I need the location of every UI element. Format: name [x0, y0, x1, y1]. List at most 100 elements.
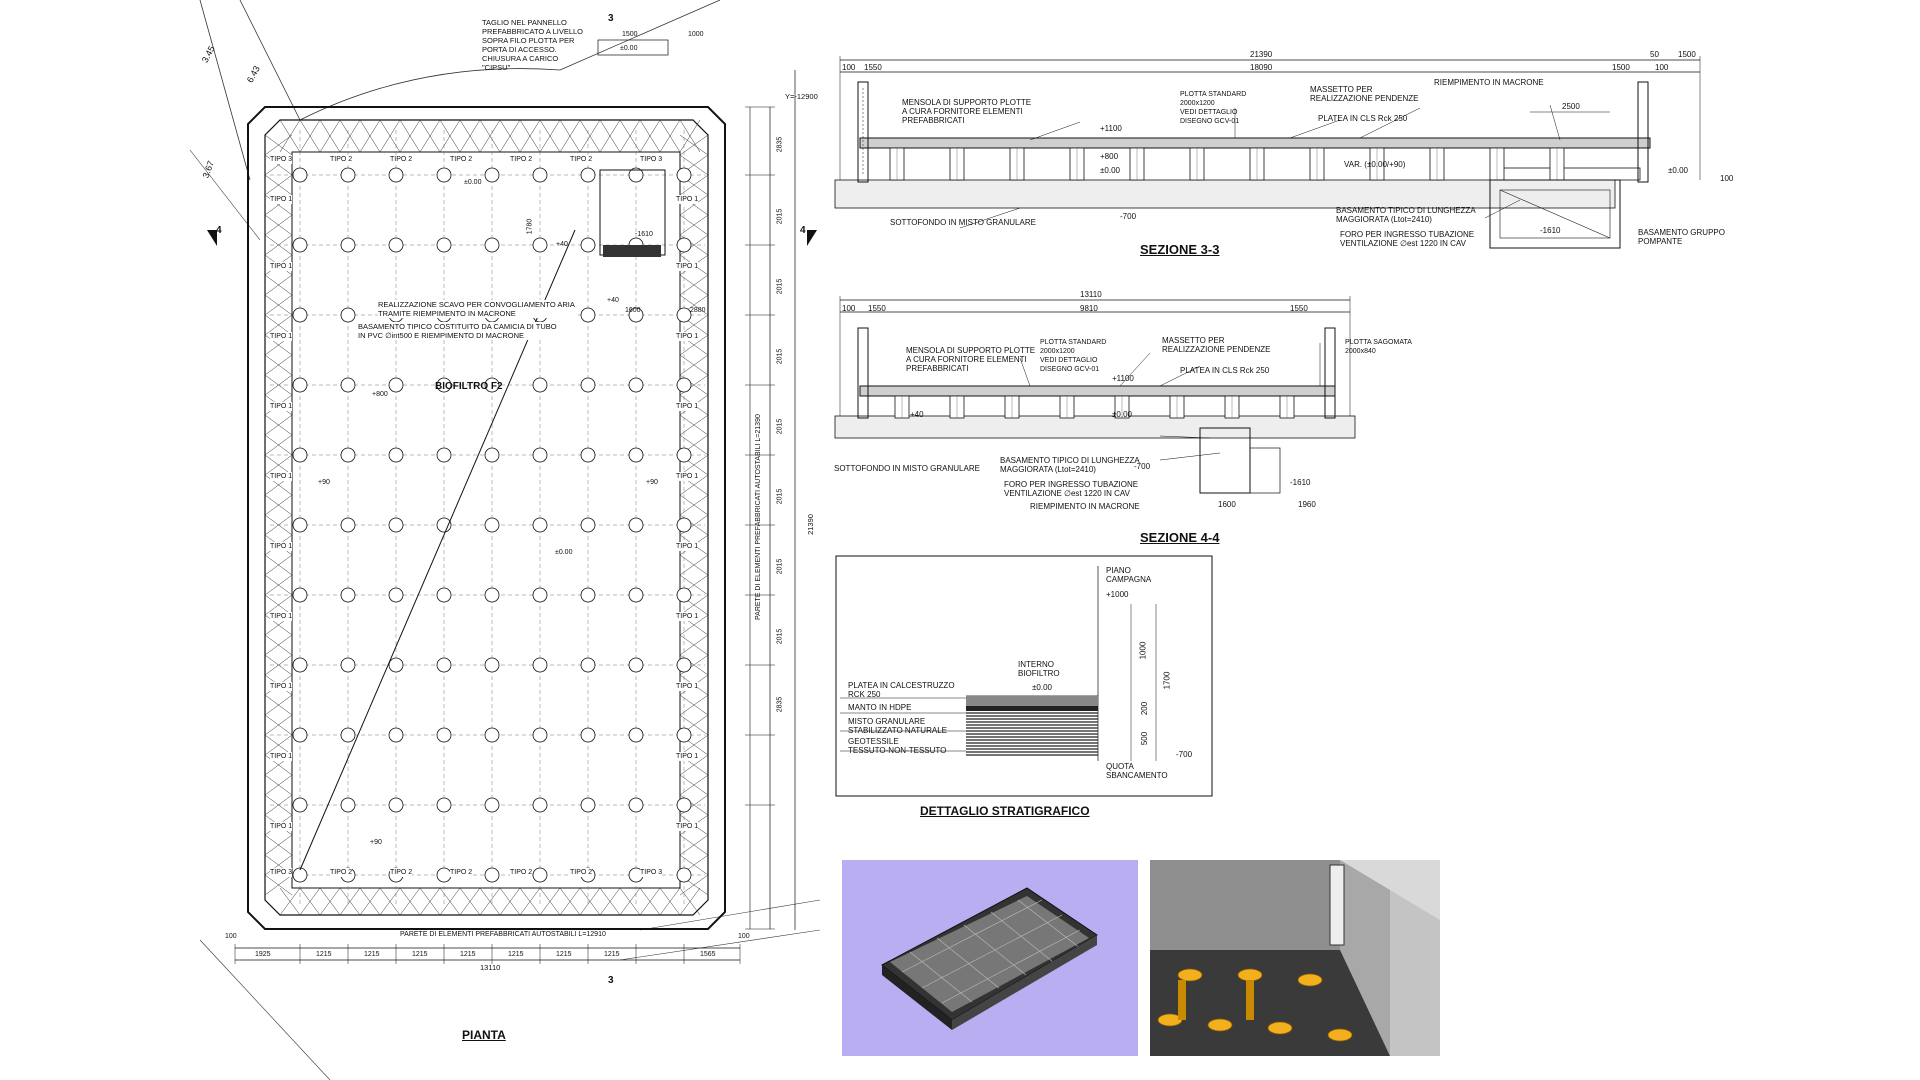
base-circle [292, 867, 308, 883]
s33-level-000-right: ±0.00 [1668, 166, 1688, 175]
plan-small-dim-2880: 2880 [690, 307, 706, 314]
base-circle [436, 727, 452, 743]
plan-view: TAGLIO NEL PANNELLO PREFABBRICATO A LIVE… [0, 0, 821, 1080]
base-circle [388, 657, 404, 673]
base-circle [676, 447, 692, 463]
base-circle [532, 237, 548, 253]
base-circle [436, 587, 452, 603]
stratigraphic-drawing [835, 555, 1213, 797]
base-circle [436, 167, 452, 183]
s33-dim-2500: 2500 [1562, 102, 1580, 111]
plan-note-top: TAGLIO NEL PANNELLO PREFABBRICATO A LIVE… [482, 18, 584, 72]
s44-dim-100: 100 [842, 304, 856, 313]
plan-level-center: ±0.00 [555, 549, 573, 556]
base-circle [676, 727, 692, 743]
base-circle [436, 867, 452, 883]
plan-level-top-pos: ±0.00 [464, 179, 482, 186]
tipo-label: TIPO 2 [510, 868, 533, 877]
plan-small-dim-100-a: 100 [225, 933, 237, 940]
base-circle [580, 377, 596, 393]
strat-dim-1000: 1000 [1138, 641, 1148, 660]
plan-dim-bottom: 1565 [700, 951, 716, 958]
tipo-label: TIPO 1 [270, 332, 293, 341]
tipo-label: TIPO 2 [330, 868, 353, 877]
s44-dim-right: 1550 [1290, 304, 1308, 313]
s33-note-plotta: PLOTTA STANDARD 2000x1200 VEDI DETTAGLIO… [1180, 91, 1247, 125]
plan-dim-bottom: 1215 [508, 951, 524, 958]
tipo-label: TIPO 2 [570, 155, 593, 164]
tipo-label: TIPO 1 [676, 822, 699, 831]
stratigraphic-detail: PIANO CAMPAGNA +1000 INTERNO BIOFILTRO ±… [835, 555, 1216, 818]
plan-level-top: ±0.00 [620, 45, 638, 52]
strat-manto: MANTO IN HDPE [848, 703, 912, 712]
tipo-label: TIPO 1 [676, 262, 699, 271]
s33-level-000: ±0.00 [1100, 166, 1120, 175]
s44-dim-left: 1550 [868, 304, 886, 313]
base-circle [436, 797, 452, 813]
section-3-3-drawing [834, 56, 1701, 249]
base-circle [628, 377, 644, 393]
s44-dim-1960: 1960 [1298, 500, 1316, 509]
tipo-label: TIPO 1 [270, 472, 293, 481]
strat-geo: GEOTESSILE TESSUTO-NON-TESSUTO [848, 737, 947, 755]
plan-small-dim-1780: 1780 [526, 218, 534, 235]
tipo-label: TIPO 1 [270, 262, 293, 271]
plan-coordinate: Y=-12900 [785, 92, 818, 101]
plan-dim-bottom: 1215 [604, 951, 620, 958]
plan-dim-right: 2015 [776, 278, 784, 295]
s44-note-riempimento: RIEMPIMENTO IN MACRONE [1030, 502, 1140, 511]
plan-top-dim-1: 1500 [622, 31, 638, 38]
s44-level-40: +40 [910, 410, 924, 419]
plan-title: PIANTA [462, 1028, 506, 1042]
s33-note-gruppo: BASAMENTO GRUPPO POMPANTE [1638, 228, 1725, 246]
tipo-label: TIPO 1 [676, 472, 699, 481]
s33-level-var: VAR. (±0.00/+90) [1344, 160, 1406, 169]
base-circle [388, 587, 404, 603]
tipo-label: TIPO 2 [390, 155, 413, 164]
base-circle [676, 867, 692, 883]
base-circle [388, 517, 404, 533]
base-circle [292, 237, 308, 253]
base-circle [532, 797, 548, 813]
base-circle [292, 517, 308, 533]
base-circle [436, 377, 452, 393]
render-3d-interior [1150, 860, 1440, 1056]
tipo-label: TIPO 3 [270, 868, 293, 877]
base-circle [676, 587, 692, 603]
base-circle [436, 657, 452, 673]
base-circle [340, 447, 356, 463]
section-mark-4-right: 4 [800, 225, 806, 236]
base-circle [580, 237, 596, 253]
tipo-label: TIPO 1 [676, 402, 699, 411]
base-circle [580, 307, 596, 323]
plan-dim-bottom: 1215 [316, 951, 332, 958]
tipo-label: TIPO 1 [270, 402, 293, 411]
s33-note-platea: PLATEA IN CLS Rck 250 [1318, 114, 1408, 123]
base-circle [532, 727, 548, 743]
base-circle [676, 307, 692, 323]
plan-small-dim-1600: 1600 [625, 307, 641, 314]
section-4-4-title: SEZIONE 4-4 [1140, 530, 1220, 545]
s33-dim-inner: 18090 [1250, 63, 1273, 72]
tipo-label: TIPO 1 [270, 195, 293, 204]
stratigraphic-title: DETTAGLIO STRATIGRAFICO [920, 804, 1090, 818]
base-circle [436, 237, 452, 253]
tipo-label: TIPO 1 [270, 752, 293, 761]
s33-dim-50: 50 [1650, 50, 1659, 59]
s33-level-1610: -1610 [1540, 226, 1561, 235]
base-circle [388, 797, 404, 813]
render-3d-overview [842, 860, 1138, 1056]
base-circle [532, 167, 548, 183]
plan-dim-right: 2835 [776, 696, 784, 713]
base-circle [676, 797, 692, 813]
tipo-label: TIPO 1 [270, 612, 293, 621]
s44-note-massetto: MASSETTO PER REALIZZAZIONE PENDENZE [1162, 336, 1271, 354]
tipo-label: TIPO 2 [390, 868, 413, 877]
strat-platea: PLATEA IN CALCESTRUZZO RCK 250 [848, 681, 955, 699]
base-circle [388, 377, 404, 393]
s44-level-1610: -1610 [1290, 478, 1311, 487]
strat-dim-200: 200 [1140, 701, 1150, 716]
s33-dim-total: 21390 [1250, 50, 1273, 59]
section-mark-4-left: 4 [216, 225, 222, 236]
plan-dim-right: 2015 [776, 418, 784, 435]
